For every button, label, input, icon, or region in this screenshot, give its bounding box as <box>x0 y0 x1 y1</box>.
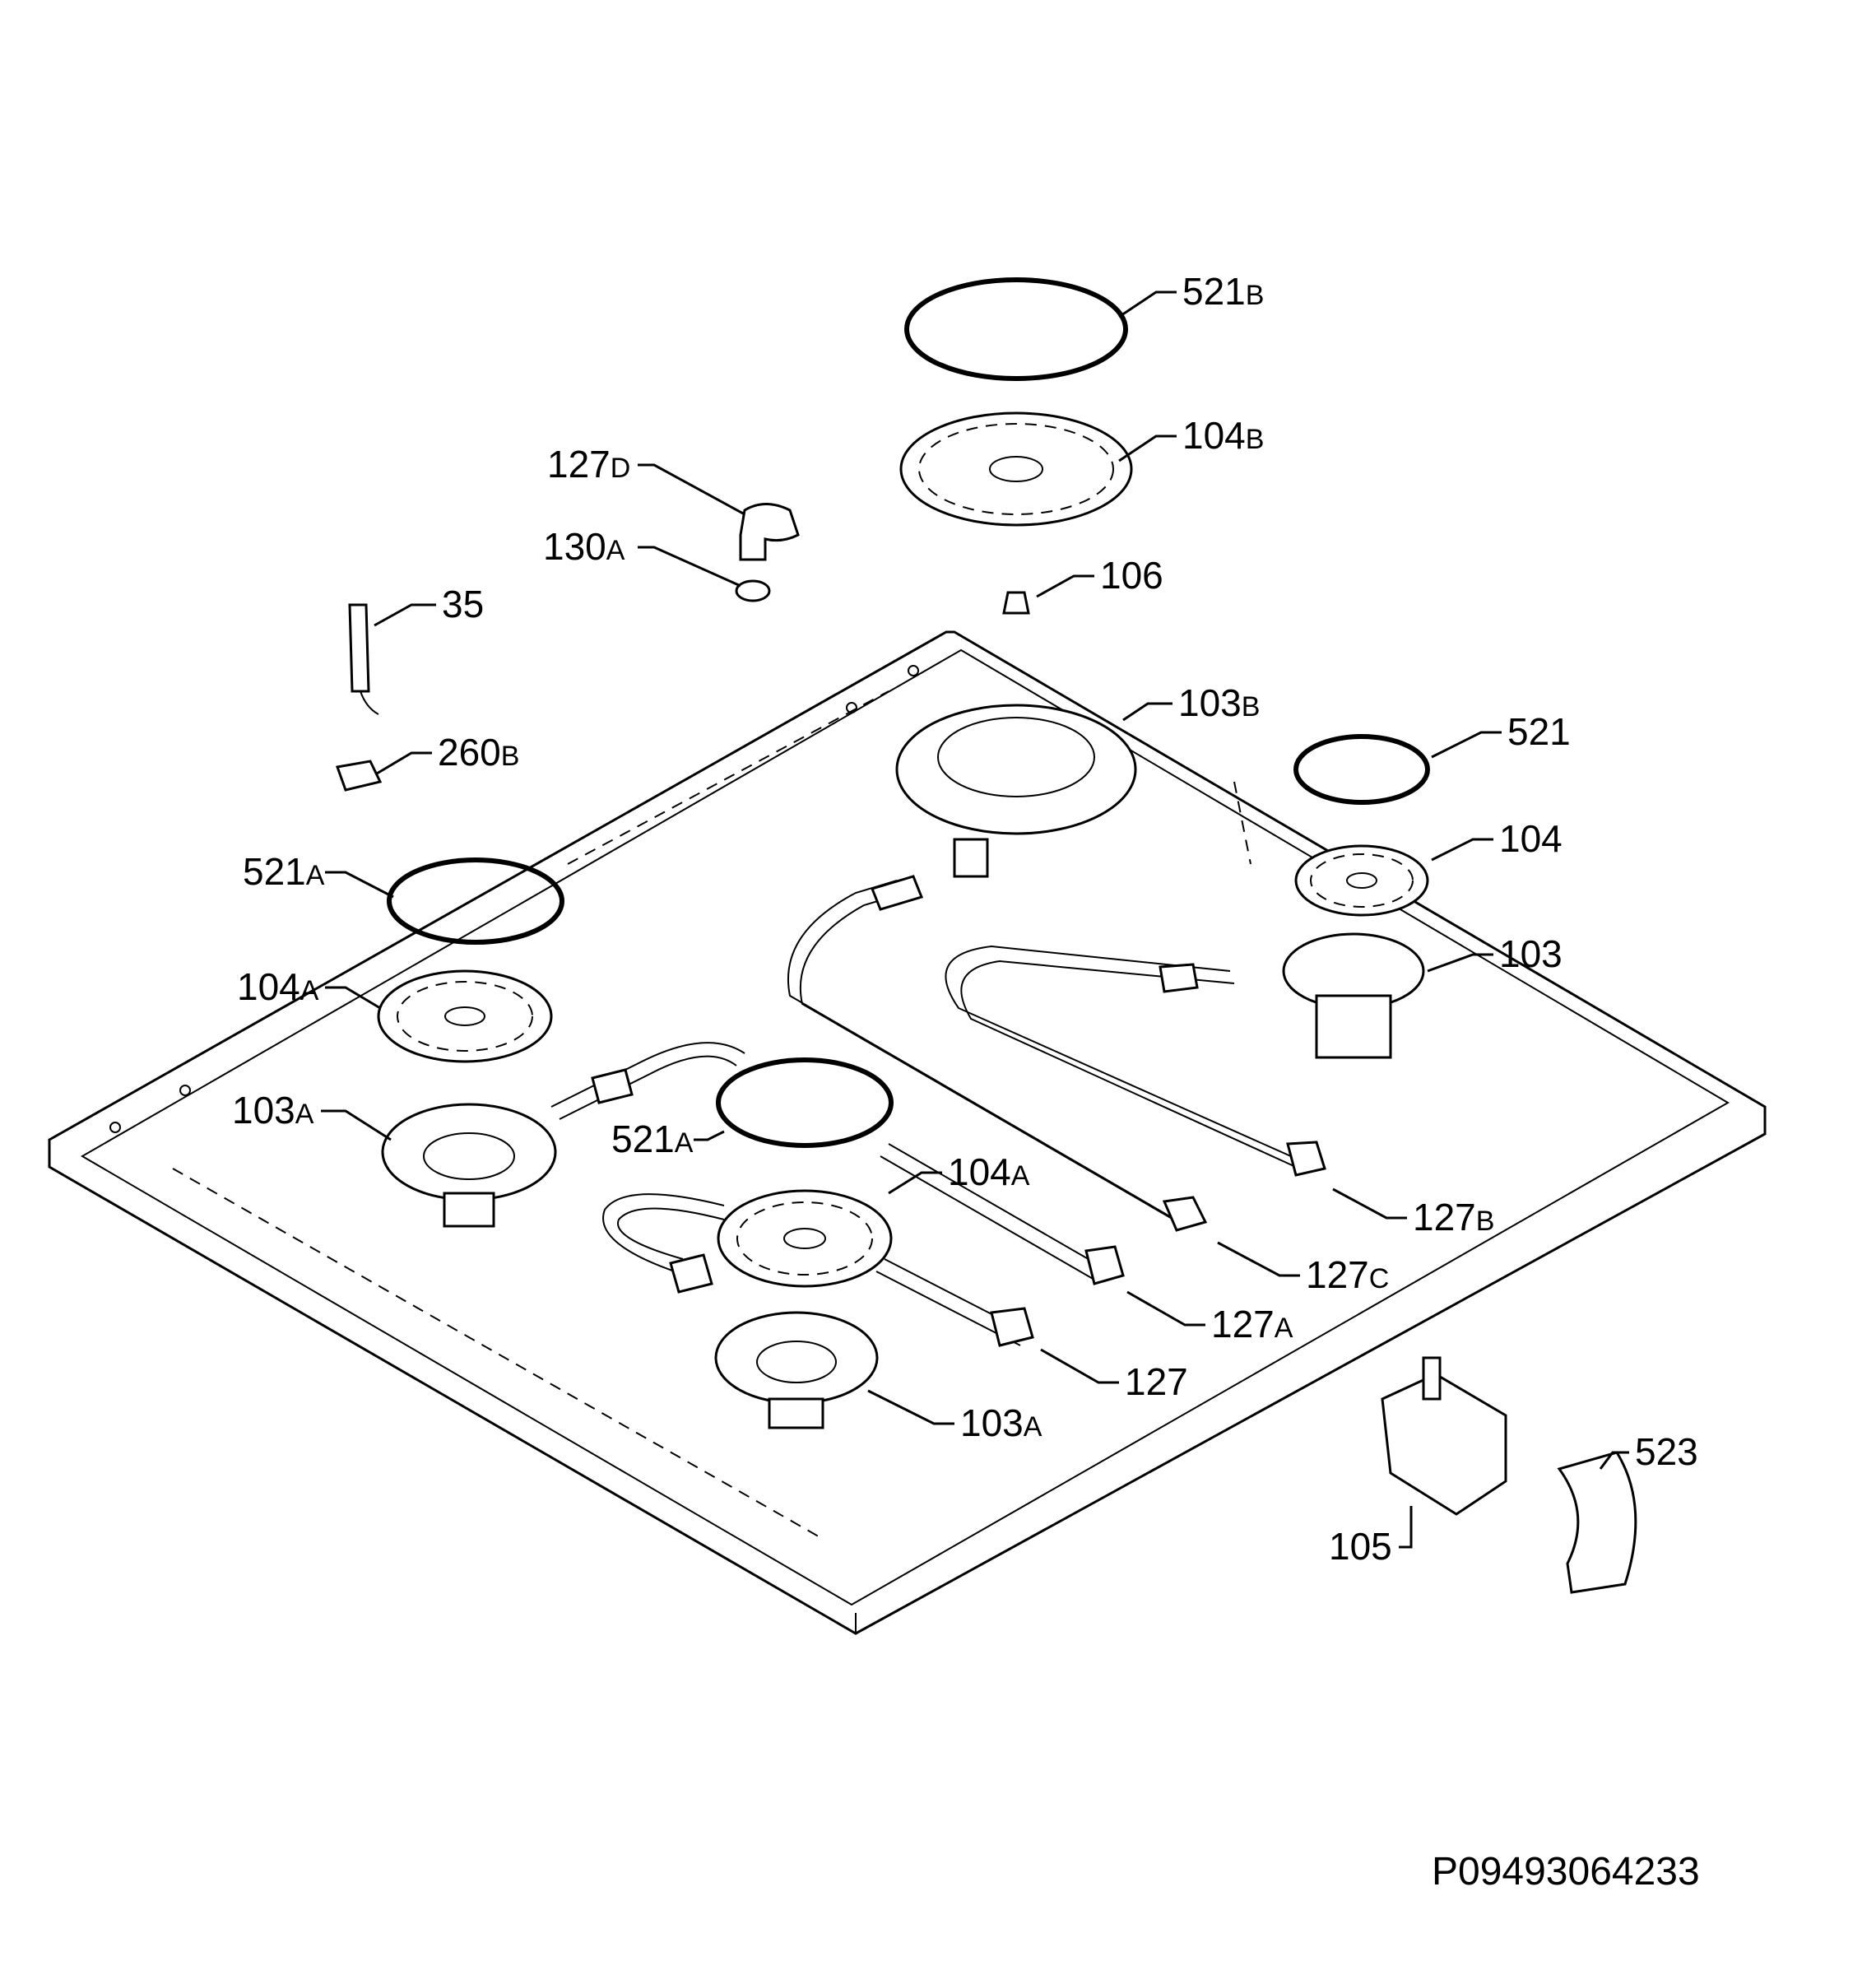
label-521a-2: 521A <box>611 1118 694 1160</box>
label-127a: 127A <box>1211 1303 1293 1345</box>
label-104a-2: 104A <box>948 1150 1030 1193</box>
cap-521a-2 <box>716 1057 894 1148</box>
base-103a-1 <box>381 1103 557 1201</box>
label-104a-1: 104A <box>237 965 319 1008</box>
diagram-code: P09493064233 <box>1432 1850 1700 1894</box>
valve-105 <box>1381 1373 1507 1516</box>
crown-104a-1 <box>377 969 553 1063</box>
cap-521 <box>1293 734 1430 805</box>
label-260b: 260B <box>438 731 519 774</box>
crown-104a-2 <box>717 1189 893 1288</box>
label-127d: 127D <box>547 443 630 486</box>
pipe-127 <box>602 1193 725 1272</box>
label-106: 106 <box>1100 554 1163 597</box>
label-104: 104 <box>1499 817 1563 860</box>
clip-260b <box>335 760 383 792</box>
bracket-523 <box>1557 1451 1637 1594</box>
label-521b: 521B <box>1182 270 1264 313</box>
label-103a-1: 103A <box>232 1089 314 1132</box>
crown-104b <box>899 411 1133 527</box>
label-104b: 104B <box>1182 414 1264 457</box>
pipe-127c <box>799 892 1186 1227</box>
elbow-127d <box>739 503 800 561</box>
label-521: 521 <box>1507 710 1571 753</box>
label-127: 127 <box>1125 1360 1188 1403</box>
label-103b: 103B <box>1178 681 1260 724</box>
label-127c: 127C <box>1306 1253 1389 1296</box>
label-523: 523 <box>1635 1430 1698 1473</box>
burner-set-b <box>895 277 1137 878</box>
callout-labels: 521B 104B 127D 130A 106 35 103B 260B 521… <box>232 270 1698 1568</box>
pipe-127a-upper <box>550 1042 745 1108</box>
base-103a-2 <box>714 1311 879 1405</box>
label-127b: 127B <box>1413 1196 1494 1238</box>
cap-521b <box>904 277 1128 381</box>
label-103a-2: 103A <box>960 1401 1042 1444</box>
small-parts <box>335 503 1637 1594</box>
electrode-35 <box>348 603 370 693</box>
injector-106 <box>1002 591 1030 615</box>
label-521a-1: 521A <box>243 850 325 893</box>
label-130a: 130A <box>543 525 625 568</box>
burner-set-left <box>377 857 564 1228</box>
burner-set-center <box>714 1057 894 1429</box>
base-103b <box>895 704 1137 835</box>
label-105: 105 <box>1329 1525 1392 1568</box>
washer-130a <box>735 579 771 602</box>
gas-pipes <box>550 875 1326 1347</box>
crown-104 <box>1294 844 1429 917</box>
leader-lines <box>321 290 1629 1549</box>
cap-521a-1 <box>387 857 564 945</box>
burner-set-right <box>1282 734 1430 1059</box>
label-35: 35 <box>442 583 484 625</box>
base-103b-port <box>953 838 989 878</box>
label-103: 103 <box>1499 932 1563 975</box>
pipe-127b <box>945 945 1301 1161</box>
